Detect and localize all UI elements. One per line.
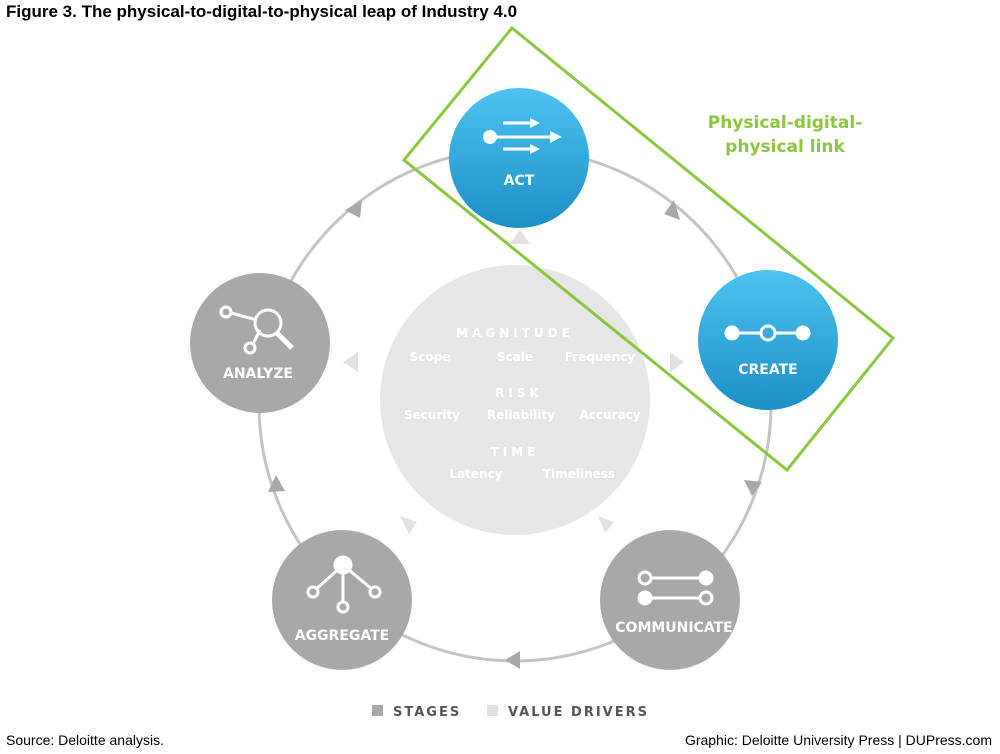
driver-reliability: Reliability bbox=[487, 408, 555, 422]
arrows-icon bbox=[483, 118, 562, 154]
arrow-icon bbox=[744, 480, 762, 496]
arrow-icon bbox=[664, 200, 680, 220]
stage-label: ACT bbox=[504, 173, 535, 189]
driver-timeliness: Timeliness bbox=[543, 467, 615, 481]
driver-accuracy: Accuracy bbox=[579, 408, 640, 422]
ring-arrows bbox=[268, 200, 762, 669]
stage-communicate: COMMUNICATE bbox=[600, 530, 740, 670]
arrow-icon bbox=[343, 352, 358, 372]
arrow-icon bbox=[505, 651, 520, 669]
arrow-icon bbox=[268, 475, 285, 492]
link-label: Physical-digital- bbox=[708, 113, 863, 133]
stage-label: CREATE bbox=[738, 362, 797, 378]
source-note: Source: Deloitte analysis. bbox=[6, 732, 164, 748]
legend-stages-swatch bbox=[372, 705, 383, 716]
stage-label: AGGREGATE bbox=[295, 628, 390, 644]
network-icon bbox=[306, 555, 382, 614]
driver-frequency: Frequency bbox=[565, 350, 635, 364]
risk-heading: RISK bbox=[495, 386, 543, 400]
arrow-icon bbox=[670, 352, 684, 372]
stage-analyze: ANALYZE bbox=[190, 273, 330, 413]
legend-stages: STAGES bbox=[393, 705, 461, 720]
driver-scope: Scope bbox=[410, 350, 451, 364]
magnifier-icon bbox=[219, 305, 294, 355]
exchange-icon bbox=[637, 570, 714, 606]
inner-arrows bbox=[343, 230, 684, 534]
value-drivers-circle bbox=[380, 265, 650, 535]
stage-aggregate: AGGREGATE bbox=[272, 530, 412, 670]
spark-icon bbox=[724, 324, 811, 342]
driver-scale: Scale bbox=[497, 350, 533, 364]
magnitude-heading: MAGNITUDE bbox=[456, 326, 574, 340]
driver-security: Security bbox=[404, 408, 460, 422]
arrow-icon bbox=[400, 516, 417, 534]
legend-drivers-swatch bbox=[487, 705, 498, 716]
stage-create: CREATE bbox=[698, 270, 838, 410]
stage-label: COMMUNICATE bbox=[615, 620, 732, 636]
arrow-icon bbox=[598, 516, 614, 533]
stage-label: ANALYZE bbox=[223, 366, 293, 382]
arrow-icon bbox=[510, 230, 530, 244]
link-label: physical link bbox=[725, 137, 845, 157]
figure-title: Figure 3. The physical-to-digital-to-phy… bbox=[6, 2, 518, 21]
arrow-icon bbox=[345, 200, 362, 218]
driver-latency: Latency bbox=[449, 467, 502, 481]
time-heading: TIME bbox=[491, 445, 540, 459]
legend-value-drivers: VALUE DRIVERS bbox=[508, 705, 649, 720]
stage-act: ACT bbox=[449, 88, 589, 228]
physical-digital-link-frame bbox=[401, 25, 896, 473]
credit-line: Graphic: Deloitte University Press | DUP… bbox=[684, 732, 992, 748]
